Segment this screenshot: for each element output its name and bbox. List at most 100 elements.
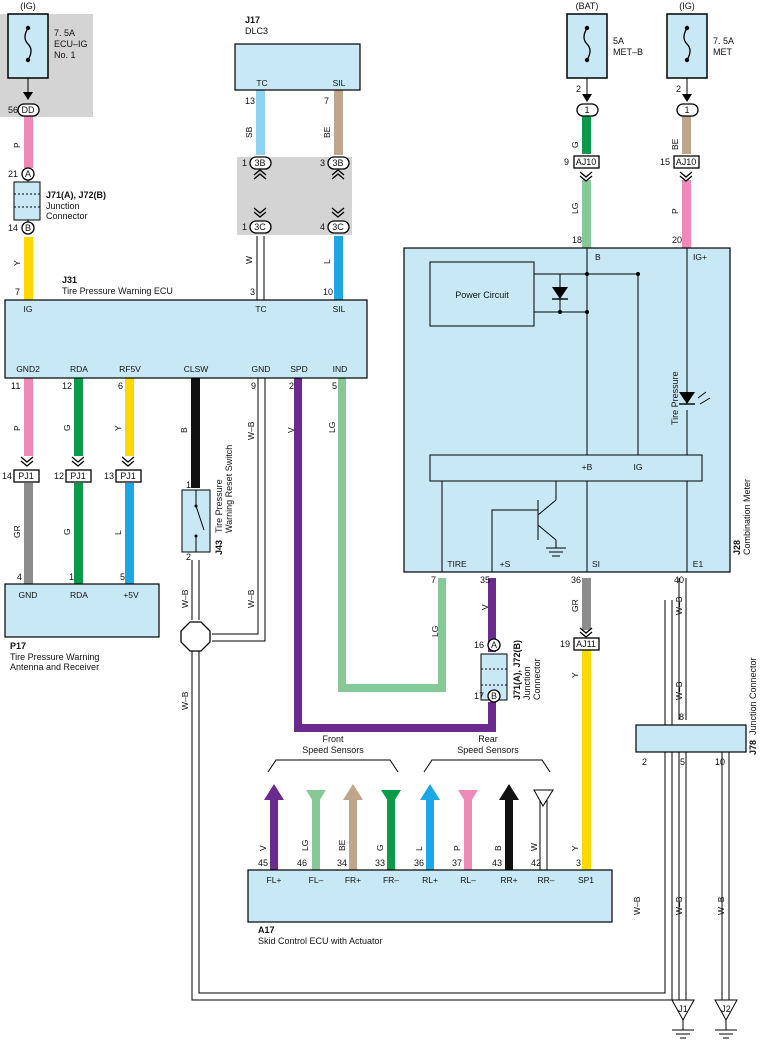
pin-34: 34 bbox=[337, 858, 347, 868]
sensor-brackets bbox=[267, 759, 551, 773]
pin-15: 15 bbox=[660, 157, 670, 167]
connector-a: A bbox=[25, 169, 31, 179]
fuse-ecu-ig bbox=[7, 13, 49, 100]
pin-33: 33 bbox=[375, 858, 385, 868]
code-b-2: B bbox=[493, 845, 503, 851]
rear-sensors-1: Rear bbox=[478, 734, 498, 744]
meter-name: Combination Meter bbox=[742, 479, 752, 555]
skid-control-ecu-box bbox=[247, 869, 613, 923]
meter-pin-s: +S bbox=[500, 559, 511, 569]
pin-1: 1 bbox=[242, 158, 247, 168]
pin-3: 3 bbox=[320, 158, 325, 168]
pin-10: 10 bbox=[323, 287, 333, 297]
rear-sensors-2: Speed Sensors bbox=[457, 745, 519, 755]
pin-11: 11 bbox=[11, 381, 20, 391]
code-be-3: BE bbox=[337, 839, 347, 851]
code-wb-6: W–B bbox=[674, 681, 684, 700]
pin-42: 42 bbox=[531, 858, 541, 868]
meter-pin-e1: E1 bbox=[693, 559, 704, 569]
code-lg-1: LG bbox=[570, 203, 580, 214]
code-l-3: L bbox=[414, 846, 424, 851]
ecu-id: J31 bbox=[62, 275, 77, 285]
pin-40: 40 bbox=[674, 575, 684, 585]
code-p-3: P bbox=[12, 425, 22, 431]
pin-36b: 36 bbox=[414, 858, 424, 868]
code-l-2: L bbox=[113, 530, 123, 535]
fuse1-line3: No. 1 bbox=[54, 50, 76, 60]
pin-21: 21 bbox=[8, 169, 18, 179]
pin-9b: 9 bbox=[251, 381, 256, 391]
ecu-pin-rf5v: RF5V bbox=[119, 364, 141, 374]
code-wb-3: W–B bbox=[246, 589, 256, 608]
code-w-2: W bbox=[529, 843, 539, 851]
pin-2d: 2 bbox=[186, 552, 191, 562]
j78-name: Junction Connector bbox=[748, 657, 758, 735]
pin-12b: 12 bbox=[54, 471, 64, 481]
pin-13: 13 bbox=[245, 96, 255, 106]
receiver-id: P17 bbox=[10, 641, 26, 651]
ecu-pin-gnd2: GND2 bbox=[16, 364, 40, 374]
code-wb-4: W–B bbox=[180, 691, 190, 710]
pin-1c: 1 bbox=[69, 572, 74, 582]
code-p-2: P bbox=[670, 208, 680, 214]
code-wb-8: W–B bbox=[674, 896, 684, 915]
code-g-4: G bbox=[375, 844, 385, 851]
pin-9: 9 bbox=[564, 157, 569, 167]
connector-3c-tc: 3C bbox=[254, 222, 266, 232]
meter-diode bbox=[552, 272, 640, 314]
ecu-pin-rda: RDA bbox=[70, 364, 88, 374]
ground-j1-icon bbox=[671, 999, 695, 1039]
code-gr-2: GR bbox=[570, 599, 580, 612]
pin-5: 5 bbox=[332, 381, 337, 391]
abs-name: Skid Control ECU with Actuator bbox=[258, 936, 383, 946]
dlc3-box bbox=[234, 43, 361, 91]
j71-name1-top: Junction bbox=[46, 201, 80, 211]
code-wb-7: W–B bbox=[632, 896, 642, 915]
sensor-arrows bbox=[264, 784, 554, 807]
dlc3-pin-sil: SIL bbox=[333, 78, 346, 88]
tire-pressure-ecu-box bbox=[4, 299, 368, 379]
pin-1d: 1 bbox=[186, 480, 191, 490]
connector-aj10-b: AJ10 bbox=[676, 157, 697, 167]
code-b-1: B bbox=[179, 427, 189, 433]
connector-3c-sil: 3C bbox=[332, 222, 344, 232]
speed-sensor-wires bbox=[270, 800, 548, 870]
code-wb-1: W–B bbox=[246, 421, 256, 440]
fuse-met-b bbox=[566, 13, 608, 102]
abs-pin-fr-minus: FR– bbox=[383, 875, 399, 885]
pin-14: 14 bbox=[8, 223, 18, 233]
abs-pin-fl-minus: FL– bbox=[309, 875, 324, 885]
dlc3-id: J17 bbox=[245, 15, 260, 25]
dlc3-name: DLC3 bbox=[245, 26, 268, 36]
connector-a-lower: A bbox=[491, 640, 497, 650]
connector-pj1-b: PJ1 bbox=[70, 471, 86, 481]
ecu-pin-ind: IND bbox=[333, 364, 348, 374]
fuse-met bbox=[666, 13, 708, 102]
connector-aj10-a: AJ10 bbox=[576, 157, 597, 167]
pin-16: 16 bbox=[474, 640, 484, 650]
wire-sil bbox=[334, 90, 343, 300]
pin-3b: 3 bbox=[250, 287, 255, 297]
meter-power-circuit: Power Circuit bbox=[455, 290, 509, 300]
code-g-1: G bbox=[570, 141, 580, 148]
code-wb-9: W–B bbox=[716, 896, 726, 915]
junction-connector-j78-box bbox=[635, 724, 747, 753]
ecu-pin-sil: SIL bbox=[333, 304, 346, 314]
abs-pin-sp1: SP1 bbox=[578, 875, 594, 885]
connector-b-lower: B bbox=[491, 691, 497, 701]
wire-met bbox=[682, 116, 691, 248]
j78-id: J78 bbox=[748, 740, 758, 755]
junction-connector-top bbox=[13, 181, 41, 221]
switch-id: J43 bbox=[214, 540, 224, 555]
wire-rf5v bbox=[125, 378, 134, 585]
wire-codes: P Y SB BE W L G LG BE P P G Y B W–B V LG… bbox=[12, 126, 726, 915]
receiver-name2: Antenna and Receiver bbox=[10, 662, 99, 672]
code-lg-2: LG bbox=[327, 422, 337, 433]
pin-4b: 4 bbox=[17, 572, 22, 582]
pin-14b: 14 bbox=[2, 471, 12, 481]
pin-46: 46 bbox=[297, 858, 307, 868]
ground-j2-label: J2 bbox=[721, 1004, 731, 1014]
abs-id: A17 bbox=[258, 925, 275, 935]
code-v-1: V bbox=[286, 427, 296, 433]
